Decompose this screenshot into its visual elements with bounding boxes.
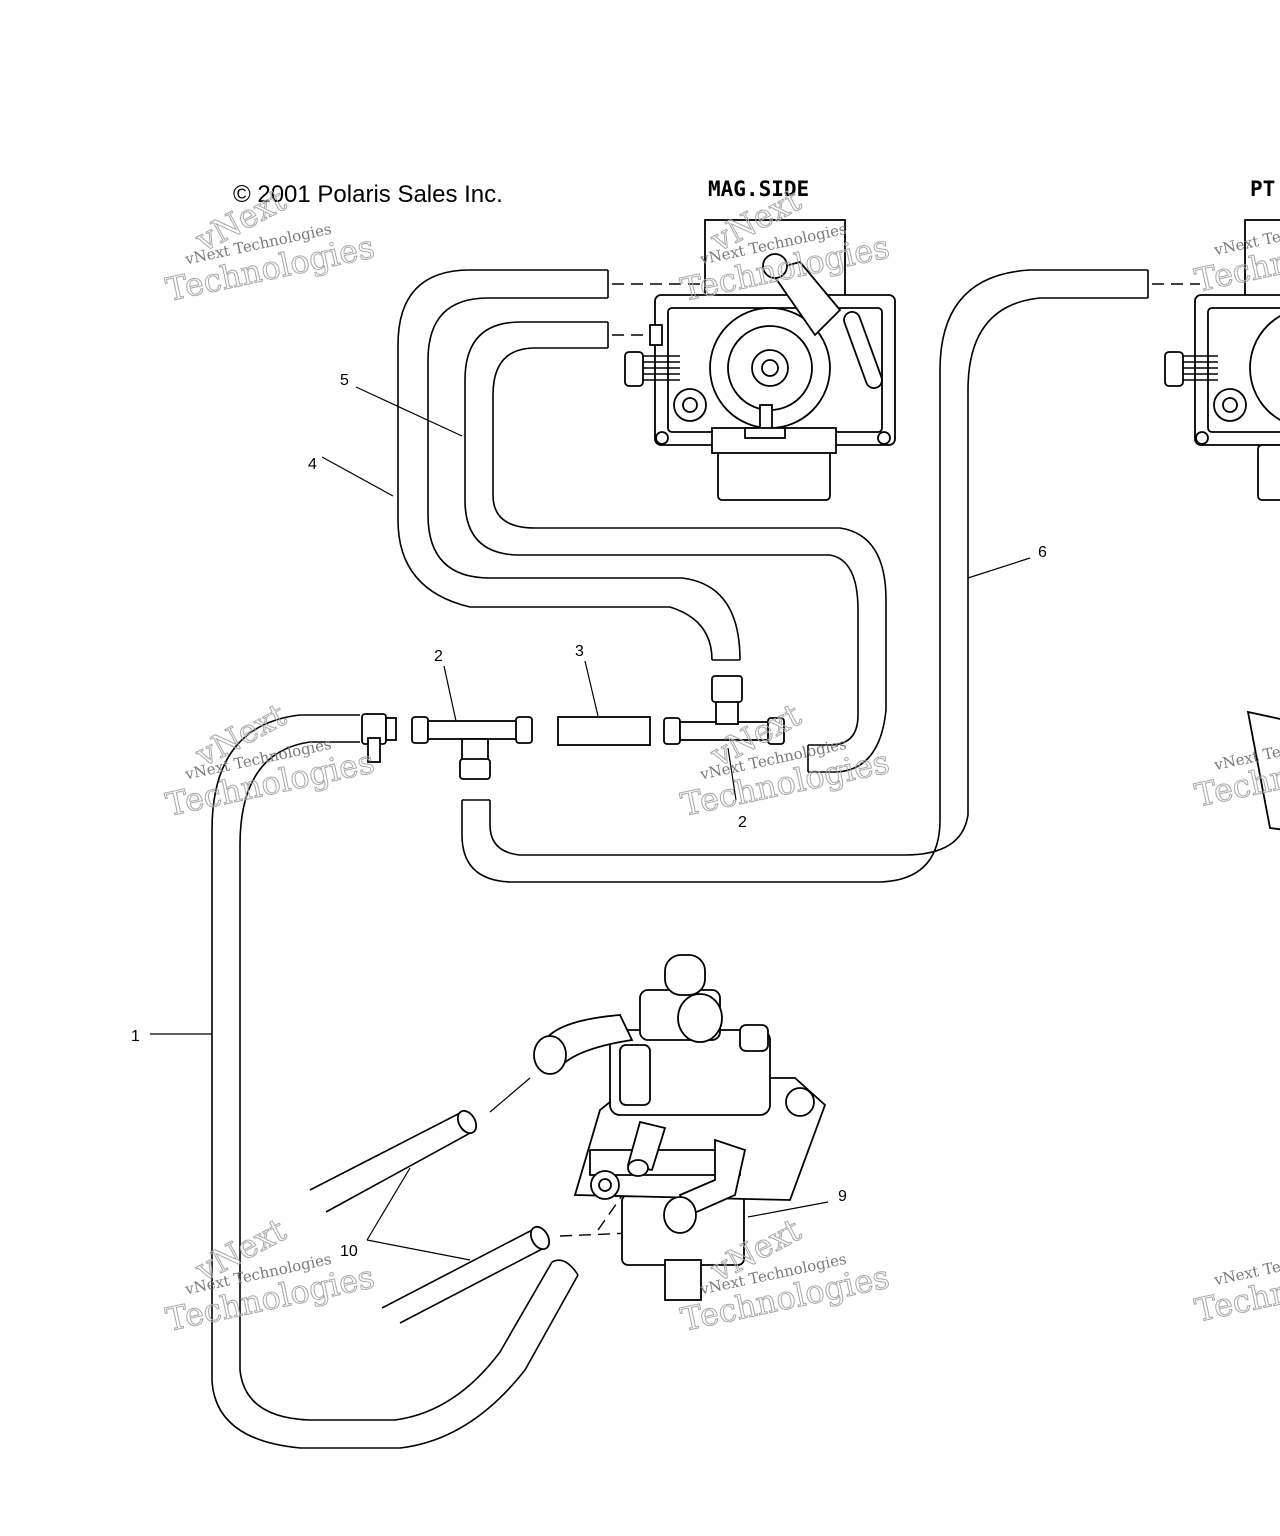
- callout-4: 4: [308, 456, 317, 473]
- leader-lines: [150, 386, 1031, 1261]
- carburetor-pto: [1164, 219, 1280, 831]
- hose-1: [211, 714, 579, 1449]
- copyright-text: © 2001 Polaris Sales Inc.: [233, 181, 503, 208]
- callout-3: 3: [575, 643, 584, 660]
- hose-5: [464, 321, 887, 773]
- carburetor-mag: [624, 219, 896, 501]
- callout-2-right: 2: [738, 814, 747, 831]
- fuel-pump: [533, 954, 827, 1301]
- pto-side-label: PT: [1250, 177, 1275, 201]
- hose-6: [461, 269, 1149, 883]
- fitting-elbow-left: [361, 713, 397, 763]
- callout-6: 6: [1038, 544, 1047, 561]
- callout-10: 10: [340, 1243, 358, 1260]
- watermark-3: vNext Technologies Technologies: [1191, 211, 1280, 300]
- tee-fitting-left: [411, 716, 533, 780]
- connector-tube-3: [557, 716, 651, 746]
- callout-9: 9: [838, 1188, 847, 1205]
- mag-side-label: MAG.SIDE: [708, 177, 809, 201]
- tee-fitting-right: [663, 675, 785, 745]
- callout-2-left: 2: [434, 648, 443, 665]
- watermark-9: vNext Technologies Technologies: [1191, 1241, 1280, 1330]
- hose-10-lower: [381, 1225, 551, 1324]
- hose-4: [397, 269, 741, 661]
- hose-10-upper: [309, 1109, 478, 1213]
- callout-5: 5: [340, 372, 349, 389]
- callout-1: 1: [131, 1028, 140, 1045]
